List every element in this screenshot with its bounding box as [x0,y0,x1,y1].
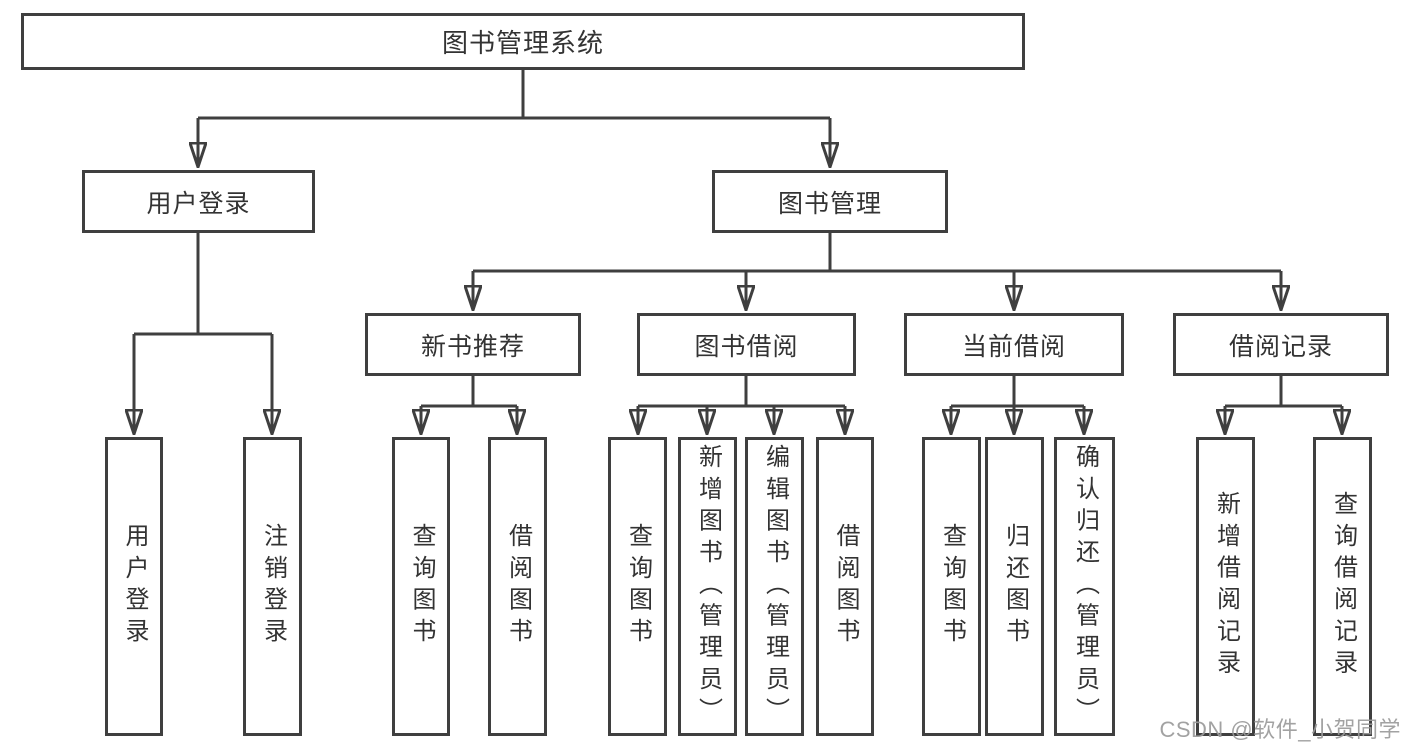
leaf-borrow-books-recommend: 借阅图书 [488,437,547,736]
node-book-borrow: 图书借阅 [637,313,856,376]
leaf-logout: 注销登录 [243,437,302,736]
node-library-management-system: 图书管理系统 [21,13,1025,70]
leaf-query-books-recommend-label: 查询图书 [408,523,435,650]
node-user-login: 用户登录 [82,170,315,233]
leaf-borrow-books-recommend-label: 借阅图书 [504,523,532,650]
leaf-query-books-recommend: 查询图书 [392,437,450,736]
node-current-borrow-label: 当前借阅 [961,332,1066,361]
leaf-query-books-current-label: 查询图书 [938,523,966,650]
leaf-query-borrow-record-label: 查询借阅记录 [1329,491,1357,682]
leaf-edit-books-admin-label: 编辑图书（管理员） [761,443,789,730]
node-new-book-recommend-label: 新书推荐 [420,332,525,361]
node-book-borrow-label: 图书借阅 [694,332,799,361]
node-library-management-system-label: 图书管理系统 [441,28,604,58]
leaf-query-books-borrow: 查询图书 [608,437,667,736]
node-new-book-recommend: 新书推荐 [365,313,581,376]
leaf-return-books: 归还图书 [985,437,1044,736]
leaf-user-login-label: 用户登录 [121,523,148,650]
leaf-logout-label: 注销登录 [259,523,287,650]
csdn-watermark: CSDN @软件_小贺同学 [1159,717,1401,742]
node-user-login-label: 用户登录 [146,189,251,218]
leaf-borrow-books-label: 借阅图书 [832,523,859,650]
leaf-query-books-current: 查询图书 [922,437,981,736]
node-book-management-label: 图书管理 [777,189,882,218]
leaf-user-login: 用户登录 [105,437,163,736]
leaf-query-borrow-record: 查询借阅记录 [1313,437,1372,736]
leaf-add-books-admin: 新增图书（管理员） [678,437,737,736]
leaf-confirm-return-admin-label: 确认归还（管理员） [1071,443,1099,730]
node-current-borrow: 当前借阅 [904,313,1124,376]
node-borrow-records-label: 借阅记录 [1228,332,1333,361]
leaf-borrow-books: 借阅图书 [816,437,874,736]
leaf-edit-books-admin: 编辑图书（管理员） [745,437,804,736]
leaf-add-borrow-record: 新增借阅记录 [1196,437,1255,736]
leaf-add-books-admin-label: 新增图书（管理员） [694,443,722,730]
node-borrow-records: 借阅记录 [1173,313,1389,376]
leaf-query-books-borrow-label: 查询图书 [624,523,652,650]
node-book-management: 图书管理 [712,170,948,233]
leaf-add-borrow-record-label: 新增借阅记录 [1212,491,1240,682]
leaf-confirm-return-admin: 确认归还（管理员） [1054,437,1115,736]
leaf-return-books-label: 归还图书 [1001,523,1029,650]
